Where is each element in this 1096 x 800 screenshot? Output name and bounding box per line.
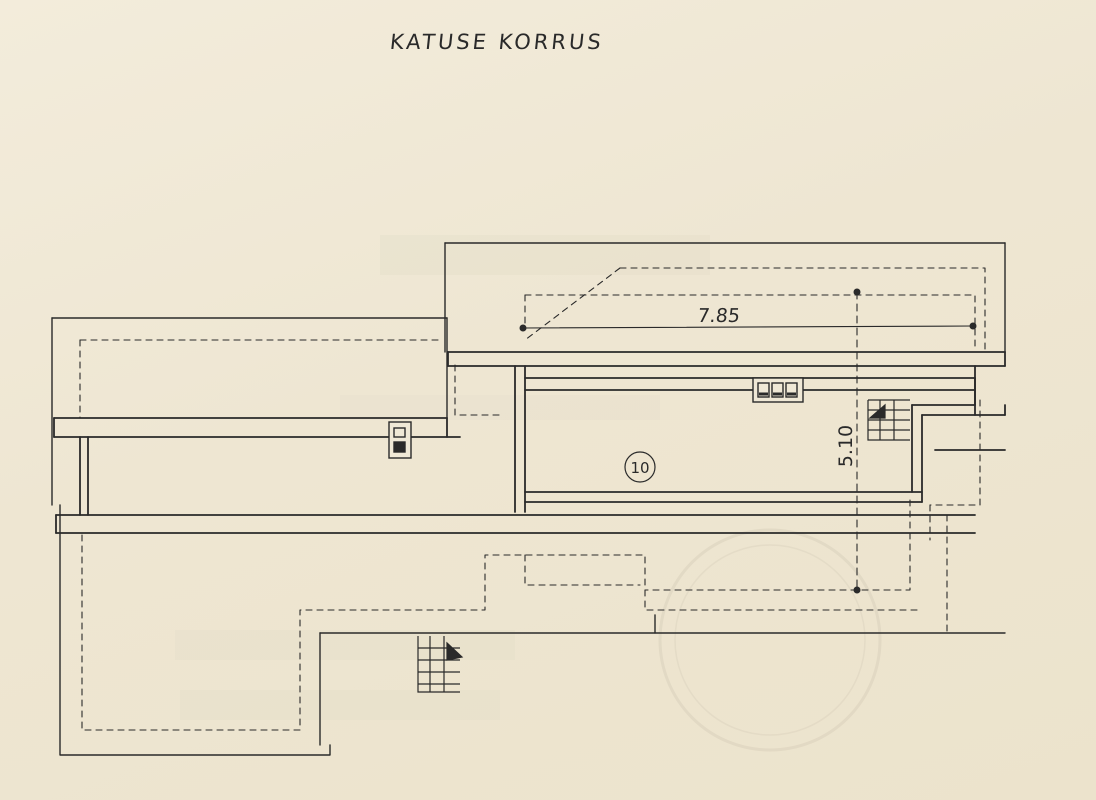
- lower-right-slab: [319, 614, 1006, 746]
- stair-symbol-right: [867, 399, 910, 441]
- room-number: 10: [630, 459, 649, 477]
- main-slab: [55, 514, 976, 534]
- width-dimension-label: 7.85: [696, 305, 741, 327]
- room-10-walls: [514, 365, 1006, 513]
- right-wing-roof-slab: [447, 351, 1006, 367]
- left-wing-outline: [51, 317, 448, 756]
- left-wing-dashed-outline: [79, 339, 948, 731]
- right-wing-outline: [444, 242, 1006, 353]
- stair-symbol-lower: [417, 636, 464, 693]
- width-dimension-line: [522, 325, 974, 329]
- depth-dimension-label: 5.10: [835, 425, 857, 467]
- window-symbol: [752, 377, 804, 403]
- vent-symbol: [388, 421, 412, 459]
- room-number-marker: [624, 451, 656, 483]
- dimension-points: [519, 288, 977, 594]
